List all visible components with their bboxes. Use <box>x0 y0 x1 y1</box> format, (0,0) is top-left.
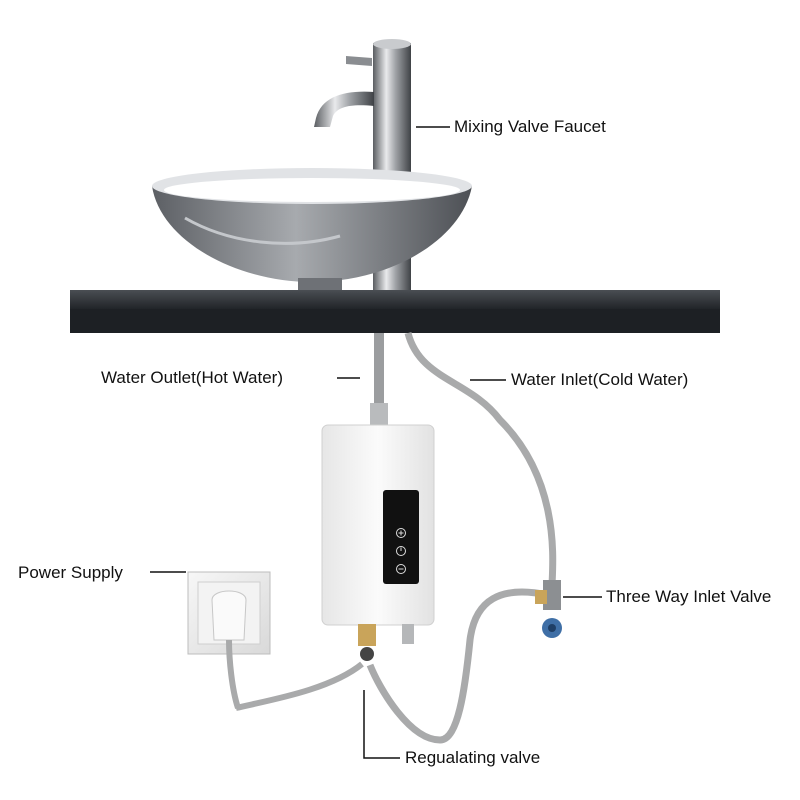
label-water-outlet: Water Outlet(Hot Water) <box>101 368 283 387</box>
label-water-inlet: Water Inlet(Cold Water) <box>511 370 689 389</box>
regulating-valve <box>235 624 414 711</box>
power-icon <box>396 546 406 556</box>
minus-icon <box>396 564 406 574</box>
label-mixing-valve-faucet: Mixing Valve Faucet <box>454 117 606 136</box>
label-three-way-inlet-valve: Three Way Inlet Valve <box>606 587 772 606</box>
label-power-supply: Power Supply <box>18 563 123 582</box>
leader-lines <box>150 126 602 759</box>
countertop <box>70 290 720 333</box>
water-heater <box>321 424 435 626</box>
hot-water-hose <box>370 333 388 425</box>
sink-basin <box>152 168 472 292</box>
power-socket <box>187 571 271 709</box>
three-way-valve <box>535 580 562 638</box>
heater-inlet-hose <box>366 588 549 744</box>
label-regulating-valve: Regualating valve <box>405 748 541 767</box>
cold-water-hose <box>404 332 557 586</box>
plus-icon <box>396 528 406 538</box>
